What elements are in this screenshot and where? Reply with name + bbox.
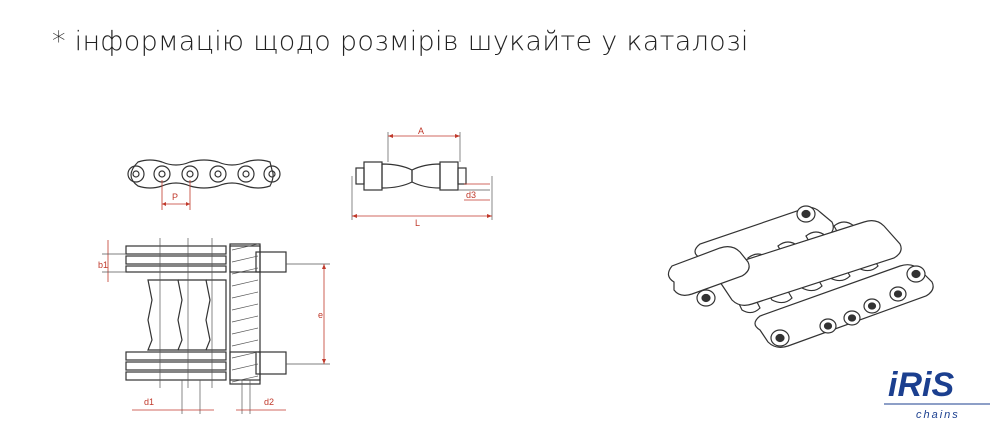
- d1-label: d1: [144, 397, 154, 407]
- iris-logo: iRiS chains: [884, 366, 990, 421]
- pitch-label: P: [172, 192, 178, 202]
- a-label: A: [418, 126, 424, 136]
- pin-view: A d3 L: [351, 126, 493, 228]
- d3-label: d3: [466, 190, 476, 200]
- e-label: e: [318, 310, 323, 320]
- chain-side-view: P: [127, 159, 281, 210]
- b1-label: b1: [98, 260, 108, 270]
- catalog-note: * інформацію щодо розмірів шукайте у кат…: [52, 26, 749, 57]
- chain-isometric-view: [667, 205, 934, 348]
- chain-top-view: b1 e d1 d2: [98, 238, 330, 414]
- l-label: L: [415, 218, 420, 228]
- logo-name: iRiS: [888, 366, 954, 404]
- logo-subtitle: chains: [916, 409, 960, 421]
- d2-label: d2: [264, 397, 274, 407]
